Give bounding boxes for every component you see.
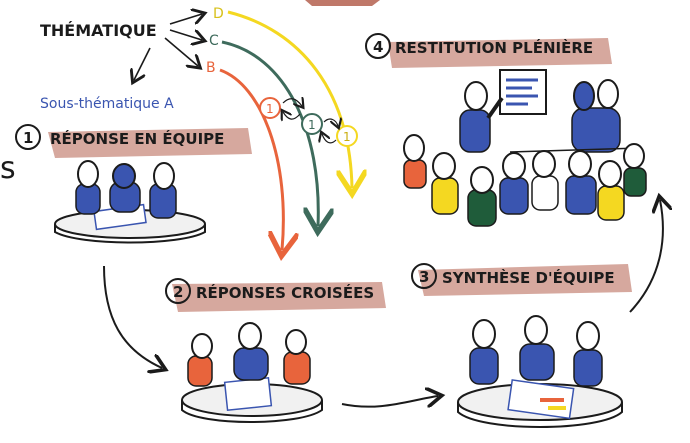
theme-arrows [134, 14, 202, 80]
branch-b: B [206, 60, 216, 76]
audience-person-icon [431, 152, 459, 215]
edge-text: s [0, 151, 16, 186]
step-4-label: RESTITUTION PLÉNIÈRE [395, 38, 593, 57]
step-3: 3 SYNTHÈSE D'ÉQUIPE [411, 263, 632, 296]
team-table-icon [54, 160, 206, 244]
team-table-icon [457, 315, 623, 428]
branch-c: C [209, 33, 219, 49]
yellow-arc [227, 10, 352, 188]
presentation-table-line [509, 147, 641, 153]
step-1-number: 1 [23, 129, 33, 147]
team-table-icon [181, 322, 323, 423]
orange-arc [219, 68, 283, 250]
audience-person-icon [499, 152, 529, 215]
step-4-number-circle [365, 33, 391, 59]
badge-teal: 1 [308, 118, 316, 132]
step-3-label: SYNTHÈSE D'ÉQUIPE [442, 268, 615, 287]
step-4-band [388, 38, 612, 68]
arrow-icon [134, 47, 151, 80]
step-2-label: RÉPONSES CROISÉES [196, 283, 374, 302]
arc-badges: 1 1 1 [259, 97, 358, 147]
step-2-number: 2 [173, 283, 183, 301]
step-4: 4 RESTITUTION PLÉNIÈRE [365, 33, 612, 68]
top-band-fragment [305, 0, 380, 6]
audience-person-icon [623, 143, 647, 197]
theme-label: THÉMATIQUE [40, 21, 157, 40]
arrow-icon [103, 265, 162, 368]
exchange-arrows [283, 99, 338, 144]
audience-person-icon [531, 150, 559, 211]
step-4-number: 4 [373, 38, 383, 56]
arrow-icon [169, 14, 202, 25]
step-1: 1 RÉPONSE EN ÉQUIPE [15, 124, 252, 158]
step-1-band [48, 128, 252, 158]
badge-yellow: 1 [343, 130, 351, 144]
branch-d: D [213, 6, 224, 22]
step-2: 2 RÉPONSES CROISÉES [165, 278, 386, 312]
speaker-person-icon [459, 81, 504, 153]
step-2-band [172, 282, 386, 312]
arrow-icon [169, 29, 202, 40]
audience-person-icon [403, 134, 427, 189]
step-2-number-circle [165, 278, 191, 304]
step-1-number-circle [15, 124, 41, 150]
subtheme-label: Sous-thématique A [40, 96, 174, 112]
speaker-person-icon [571, 79, 621, 153]
badge-orange: 1 [266, 102, 274, 116]
step-3-number-circle [411, 263, 437, 289]
step-3-number: 3 [419, 268, 429, 286]
audience [403, 134, 647, 227]
arrow-icon [341, 396, 438, 408]
step-3-band [418, 264, 632, 296]
audience-person-icon [565, 150, 597, 215]
arrow-icon [164, 37, 198, 66]
audience-person-icon [597, 160, 625, 221]
arrow-icon [629, 200, 663, 313]
step-1-label: RÉPONSE EN ÉQUIPE [50, 129, 224, 148]
audience-person-icon [467, 166, 497, 227]
presentation-board-icon [499, 69, 547, 115]
